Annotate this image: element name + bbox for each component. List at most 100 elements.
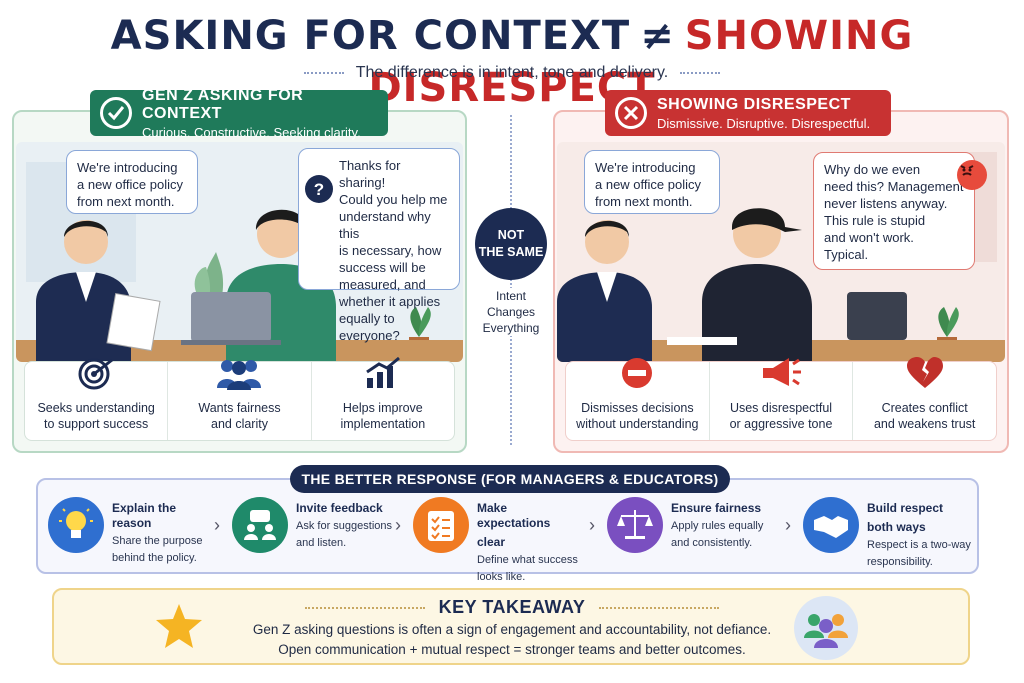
feature-line: implementation	[340, 417, 426, 431]
bubble-line: We're introducing	[77, 160, 178, 175]
step-description: Apply rules equally	[671, 520, 764, 532]
bubble-line: from next month.	[595, 194, 693, 209]
manager-figure	[36, 220, 161, 362]
same-label: THE SAME	[478, 245, 544, 259]
step-title: Invite feedback	[296, 501, 383, 515]
step-description: and consistently.	[671, 537, 753, 549]
intent-caption: Intent Changes Everything	[470, 288, 552, 336]
team-icon	[794, 596, 858, 660]
bubble-line: and won't work.	[824, 230, 914, 245]
reply-lines: Thanks for sharing! Could you help me unde…	[339, 157, 449, 344]
manager-figure	[557, 220, 652, 362]
manager-speech-bubble: We're introducing a new office policy fr…	[66, 150, 198, 214]
feature-line: to support success	[44, 417, 149, 431]
feature-line: Wants fairness	[198, 401, 281, 415]
takeaway-line-2: Open communication + mutual respect = st…	[278, 642, 746, 657]
bubble-line: need this? Management	[824, 179, 964, 194]
chevron-right-icon: ›	[214, 515, 220, 535]
step-title: Ensure fairness	[671, 501, 762, 515]
feature-line: Seeks understanding	[37, 401, 155, 415]
bubble-line: a new office policy	[595, 177, 701, 192]
feature-line: without understanding	[576, 417, 699, 431]
feature-line: and weakens trust	[873, 417, 976, 431]
bubble-line: understand why this	[339, 209, 431, 241]
x-mark-icon	[615, 97, 647, 129]
step-title: Make expectations	[477, 501, 551, 530]
checklist-icon	[413, 497, 469, 553]
context-features: Seeks understanding to support success Wan…	[24, 356, 455, 441]
chevron-right-icon: ›	[589, 515, 595, 535]
disrespect-panel: We're introducing a new office policy fr…	[553, 110, 1009, 453]
bubble-line: from next month.	[77, 194, 175, 209]
feature-line: Dismisses decisions	[581, 401, 694, 415]
feature-line: Creates conflict	[881, 401, 968, 415]
takeaway-line-1: Gen Z asking questions is often a sign o…	[252, 622, 772, 637]
step-title: Explain the reason	[112, 501, 177, 530]
feature-item: Dismisses decisions without understanding	[566, 358, 710, 440]
broken-heart-icon	[905, 356, 945, 394]
step-description: Share the purpose	[112, 535, 203, 547]
checkmark-icon	[100, 97, 132, 129]
key-takeaway-title: KEY TAKEAWAY	[438, 597, 586, 617]
badge-subtitle: Dismissive. Disruptive. Disrespectful.	[657, 115, 871, 131]
feature-line: and clarity	[211, 417, 268, 431]
bubble-line: whether it applies	[339, 294, 441, 309]
intent-line: Everything	[482, 321, 540, 335]
feature-item: Seeks understanding to support success	[25, 358, 169, 440]
step-description: Respect is a two-way	[867, 539, 971, 551]
disrespect-scene: We're introducing a new office policy fr…	[557, 142, 1005, 362]
divider	[599, 607, 720, 610]
not-the-same-badge: NOT THE SAME	[475, 208, 547, 280]
feature-line: or aggressive tone	[729, 417, 833, 431]
not-label: NOT	[497, 228, 525, 242]
subtitle: The difference is in intent, tone and de…	[0, 64, 1024, 82]
page-title: ASKING FOR CONTEXT≠SHOWING DISRESPECT	[0, 10, 1024, 114]
badge-title: GEN Z ASKING FOR CONTEXT	[142, 86, 304, 122]
bubble-line: We're introducing	[595, 160, 696, 175]
step-title: both ways	[867, 520, 926, 534]
question-icon: ?	[305, 175, 333, 203]
bubble-line: success will be	[339, 260, 426, 275]
feature-line: Uses disrespectful	[729, 401, 833, 415]
not-equal-sign: ≠	[640, 13, 675, 59]
context-scene: We're introducing a new office policy fr…	[16, 142, 463, 362]
bubble-line: Typical.	[824, 247, 869, 262]
bubble-line: Could you help me	[339, 192, 448, 207]
bubble-line: is necessary, how	[339, 243, 442, 258]
intent-line: Intent	[495, 289, 527, 303]
disrespect-badge: SHOWING DISRESPECT Dismissive. Disruptiv…	[605, 90, 891, 136]
feature-item: Creates conflict and weakens trust	[853, 357, 996, 440]
bubble-line: Thanks for sharing!	[339, 158, 401, 190]
minus-circle-icon	[620, 356, 654, 394]
disrespect-reply-bubble: Why do we even need this? Management never…	[813, 152, 975, 270]
context-panel: We're introducing a new office policy fr…	[12, 110, 467, 453]
team-icon	[215, 356, 263, 394]
divider	[304, 607, 425, 610]
scales-icon	[607, 497, 663, 553]
bubble-line: equally to everyone?	[339, 311, 400, 343]
step-description: Define what success	[477, 554, 578, 566]
feature-item: Uses disrespectful or aggressive tone	[710, 358, 854, 440]
bubble-line: Why do we even	[824, 162, 921, 177]
context-badge: GEN Z ASKING FOR CONTEXT Curious. Constr…	[90, 86, 388, 140]
chevron-right-icon: ›	[785, 515, 791, 535]
intent-line: Changes	[486, 305, 536, 319]
divider	[680, 71, 721, 74]
better-response-heading: THE BETTER RESPONSE (FOR MANAGERS & EDUC…	[290, 465, 730, 493]
bubble-line: measured, and	[339, 277, 426, 292]
key-takeaway-section	[52, 588, 970, 665]
target-icon	[76, 356, 116, 394]
step-description: responsibility.	[867, 556, 933, 568]
bubble-line: never listens anyway.	[824, 196, 948, 211]
step-title: Build respect	[867, 501, 944, 515]
megaphone-icon	[759, 356, 803, 394]
